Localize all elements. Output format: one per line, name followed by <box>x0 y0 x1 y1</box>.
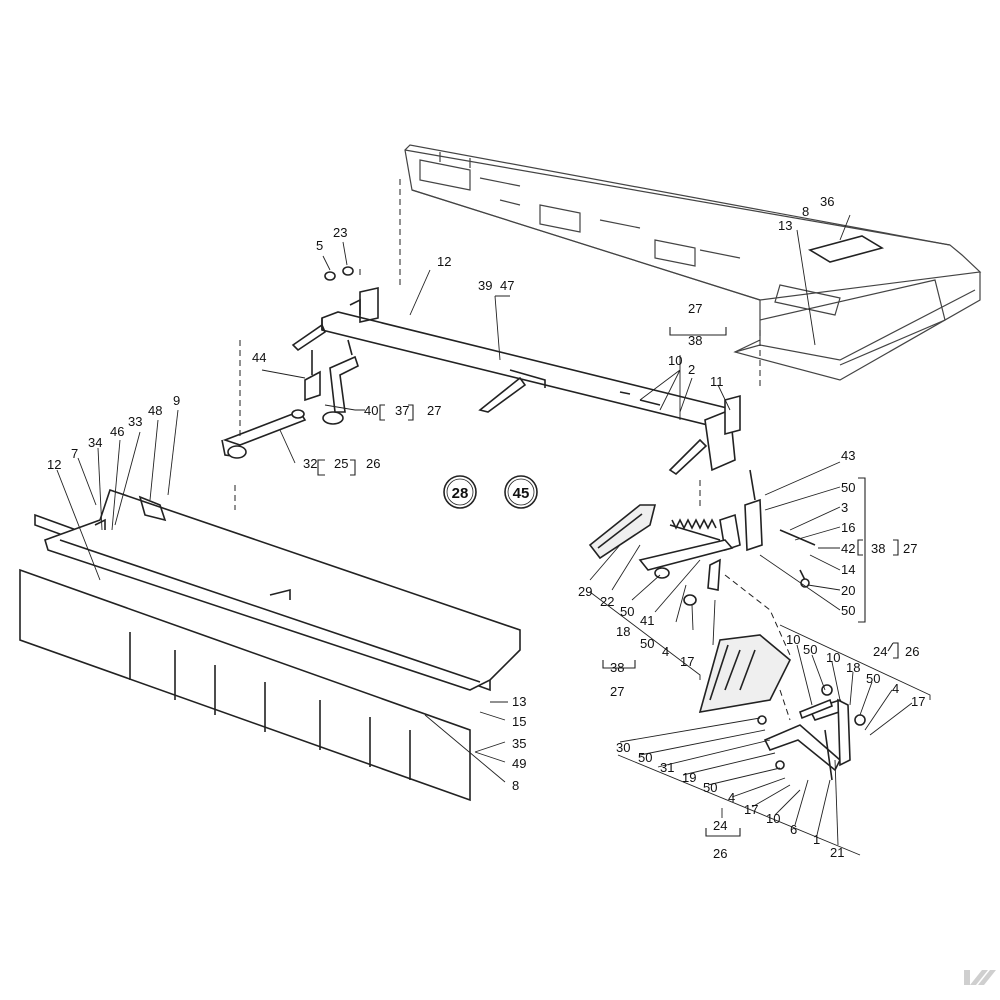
spring-assembly <box>669 469 763 552</box>
swath-board-29 <box>588 504 657 560</box>
mower-body-outline <box>404 144 982 381</box>
part-label: 24 <box>713 818 727 833</box>
part-label: 40 <box>364 403 378 418</box>
part-label: 49 <box>512 756 526 771</box>
part-label: 36 <box>820 194 834 209</box>
part-label: 26 <box>713 846 727 861</box>
part-label: 17 <box>680 654 694 669</box>
part-label: 38 <box>871 541 885 556</box>
part-label: 31 <box>660 760 674 775</box>
part-label: 10 <box>766 811 780 826</box>
part-label: 7 <box>71 446 78 461</box>
brand-logo-mark <box>964 970 996 985</box>
part-label: 50 <box>841 603 855 618</box>
part-label: 50 <box>620 604 634 619</box>
part-label: 38 <box>688 333 702 348</box>
circled-ref-45: 45 <box>504 475 538 509</box>
part-label: 12 <box>47 457 61 472</box>
circled-ref-28: 28 <box>443 475 477 509</box>
part-label: 44 <box>252 350 266 365</box>
part-label: 27 <box>903 541 917 556</box>
part-label: 24 <box>873 644 887 659</box>
part-label: 8 <box>512 778 519 793</box>
bolt-5-washer-23 <box>322 241 354 281</box>
part-labels: 5 23 12 39 47 13 8 36 27 38 10 2 11 44 4… <box>47 194 925 861</box>
ref-28-label: 28 <box>452 485 469 502</box>
part-label: 10 <box>826 650 840 665</box>
lever-assembly <box>638 529 816 606</box>
part-label: 17 <box>911 694 925 709</box>
leader-lines <box>56 229 931 856</box>
part-label: 9 <box>173 393 180 408</box>
part-label: 43 <box>841 448 855 463</box>
deflector-upper <box>44 488 521 691</box>
part-label: 23 <box>333 225 347 240</box>
brackets <box>317 327 899 837</box>
part-label: 10 <box>668 353 682 368</box>
part-label: 26 <box>905 644 919 659</box>
part-label: 18 <box>846 660 860 675</box>
deflector-lower <box>19 568 471 802</box>
part-label: 13 <box>512 694 526 709</box>
part-label: 48 <box>148 403 162 418</box>
part-label: 42 <box>841 541 855 556</box>
part-label: 16 <box>841 520 855 535</box>
part-label: 50 <box>803 642 817 657</box>
part-label: 50 <box>841 480 855 495</box>
part-label: 15 <box>512 714 526 729</box>
part-label: 33 <box>128 414 142 429</box>
part-label: 4 <box>728 790 735 805</box>
part-label: 2 <box>688 362 695 377</box>
part-label: 4 <box>892 681 899 696</box>
part-label: 50 <box>640 636 654 651</box>
part-label: 41 <box>640 613 654 628</box>
lower-arm-assembly <box>757 684 866 781</box>
part-label: 27 <box>688 301 702 316</box>
part-label: 39 <box>478 278 492 293</box>
part-label: 22 <box>600 594 614 609</box>
handle-part-32 <box>221 409 307 459</box>
part-label: 19 <box>682 770 696 785</box>
part-label: 27 <box>610 684 624 699</box>
part-label: 11 <box>710 374 724 389</box>
part-label: 5 <box>316 238 323 253</box>
ref-45-label: 45 <box>513 485 530 502</box>
part-label: 10 <box>786 632 800 647</box>
part-label: 50 <box>866 671 880 686</box>
part-label: 6 <box>790 822 797 837</box>
part-label: 17 <box>744 802 758 817</box>
part-label: 14 <box>841 562 855 577</box>
part-label: 8 <box>802 204 809 219</box>
part-label: 50 <box>703 780 717 795</box>
part-label: 50 <box>638 750 652 765</box>
dashed-guides <box>234 175 791 721</box>
plate-part-36 <box>807 214 885 263</box>
part-label: 1 <box>813 832 820 847</box>
part-label: 37 <box>395 403 409 418</box>
part-label: 3 <box>841 500 848 515</box>
part-label: 30 <box>616 740 630 755</box>
part-label: 27 <box>427 403 441 418</box>
part-label: 13 <box>778 218 792 233</box>
part-label: 18 <box>616 624 630 639</box>
part-label: 32 <box>303 456 317 471</box>
part-label: 47 <box>500 278 514 293</box>
swath-board-lower <box>698 634 791 714</box>
part-label: 25 <box>334 456 348 471</box>
part-label: 38 <box>610 660 624 675</box>
part-label: 29 <box>578 584 592 599</box>
part-label: 12 <box>437 254 451 269</box>
arm-assembly-44-40 <box>304 339 359 425</box>
part-label: 20 <box>841 583 855 598</box>
part-label: 46 <box>110 424 124 439</box>
part-label: 35 <box>512 736 526 751</box>
part-label: 34 <box>88 435 102 450</box>
part-label: 26 <box>366 456 380 471</box>
part-label: 4 <box>662 644 669 659</box>
main-frame <box>291 287 741 476</box>
part-label: 21 <box>830 845 844 860</box>
